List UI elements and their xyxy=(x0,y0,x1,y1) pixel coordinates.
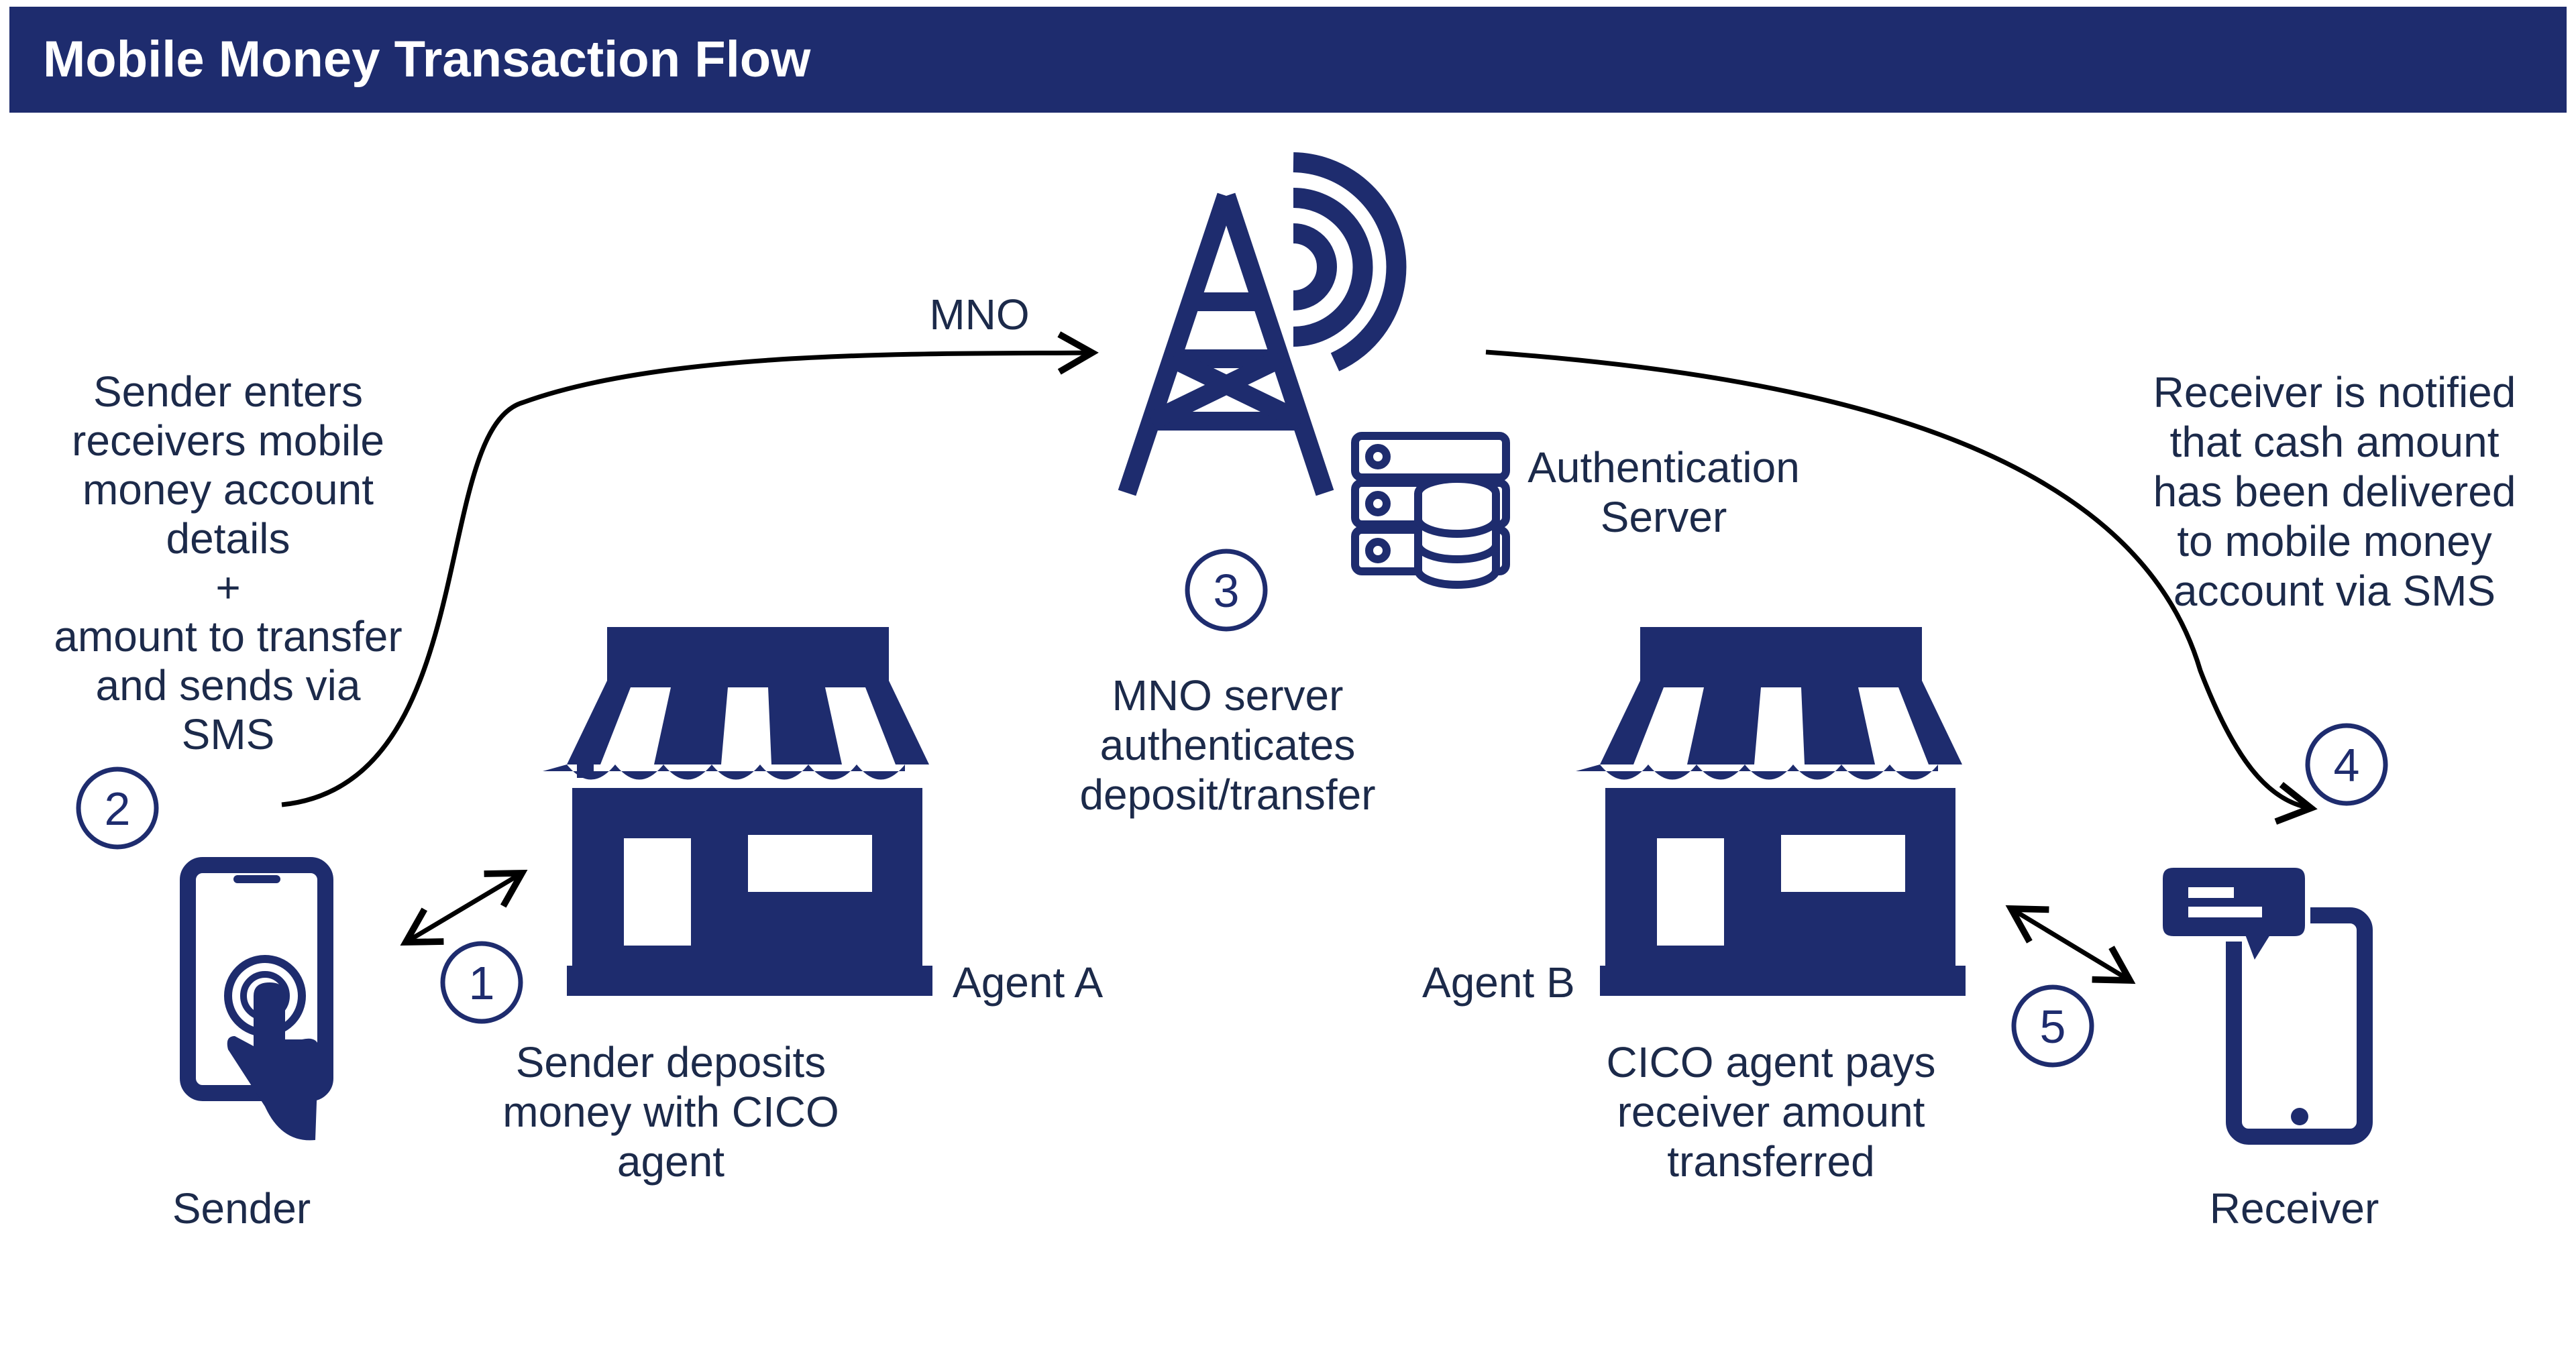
step-2-line: receivers mobile xyxy=(72,416,384,465)
signal-waves-icon xyxy=(1293,152,1407,372)
step-3-description: MNO server authenticates deposit/transfe… xyxy=(1020,671,1436,819)
server-icon xyxy=(1351,432,1510,589)
step-circle-2: 2 xyxy=(76,767,159,850)
agent-a-store-icon xyxy=(543,627,932,996)
step-2-line: + xyxy=(215,563,241,612)
agent-b-label: Agent B xyxy=(1422,958,1575,1007)
arrow-agent-b-receiver xyxy=(2005,905,2136,984)
agent-a-label: Agent A xyxy=(953,958,1104,1007)
header-bar: Mobile Money Transaction Flow xyxy=(9,7,2567,113)
receiver-phone-message-icon xyxy=(2157,862,2373,1145)
step-circle-4: 4 xyxy=(2305,723,2388,806)
arrow-mno-to-receiver xyxy=(1485,349,2318,825)
step-5-line: CICO agent pays xyxy=(1606,1038,1936,1086)
auth-server-label-line-1: Authentication xyxy=(1527,443,1800,492)
step-5-line: transferred xyxy=(1667,1137,1875,1186)
step-5-description: CICO agent pays receiver amount transfer… xyxy=(1563,1037,1979,1186)
agent-a-store-details xyxy=(600,687,896,946)
agent-b-store-details xyxy=(1633,687,1929,946)
step-4-line: to mobile money xyxy=(2177,517,2492,565)
step-2-line: SMS xyxy=(181,710,275,758)
step-1-line: agent xyxy=(616,1137,725,1186)
step-3-line: deposit/transfer xyxy=(1079,771,1376,819)
step-2-description: Sender enters receivers mobile money acc… xyxy=(20,367,436,759)
step-number-4: 4 xyxy=(2334,739,2360,791)
page-title: Mobile Money Transaction Flow xyxy=(43,31,811,88)
mno-label: MNO xyxy=(929,290,1030,339)
step-4-line: account via SMS xyxy=(2173,567,2496,615)
step-number-3: 3 xyxy=(1214,565,1240,617)
step-1-line: Sender deposits xyxy=(515,1038,826,1086)
step-number-2: 2 xyxy=(105,783,131,835)
step-number-1: 1 xyxy=(469,957,495,1009)
receiver-label: Receiver xyxy=(2209,1184,2379,1233)
sender-label: Sender xyxy=(172,1184,311,1233)
step-1-line: money with CICO xyxy=(502,1088,839,1136)
auth-server-label-line-2: Server xyxy=(1600,493,1727,541)
step-circle-3: 3 xyxy=(1185,549,1268,632)
step-circle-5: 5 xyxy=(2011,984,2094,1068)
step-2-line: money account xyxy=(82,465,374,514)
step-2-line: Sender enters xyxy=(93,367,364,416)
step-2-line: details xyxy=(166,514,290,563)
step-5-line: receiver amount xyxy=(1617,1088,1925,1136)
step-4-description: Receiver is notified that cash amount ha… xyxy=(2120,367,2549,616)
step-circle-1: 1 xyxy=(440,941,523,1024)
arrow-sender-to-mno xyxy=(281,331,1099,807)
auth-server-label: Authentication Server xyxy=(1503,443,1825,542)
step-3-line: MNO server xyxy=(1112,671,1344,720)
step-3-line: authenticates xyxy=(1099,721,1356,769)
arrow-sender-agent-a xyxy=(400,869,528,946)
step-4-line: Receiver is notified xyxy=(2153,368,2516,416)
step-1-description: Sender deposits money with CICO agent xyxy=(470,1037,872,1186)
step-number-5: 5 xyxy=(2040,1001,2066,1053)
step-2-line: amount to transfer xyxy=(54,612,402,661)
sender-phone-touch-icon xyxy=(180,857,333,1141)
step-2-line: and sends via xyxy=(95,661,361,710)
cell-tower-icon xyxy=(1118,192,1334,496)
step-4-line: that cash amount xyxy=(2169,418,2500,466)
step-4-line: has been delivered xyxy=(2153,467,2516,516)
agent-b-store-icon xyxy=(1576,627,1966,996)
